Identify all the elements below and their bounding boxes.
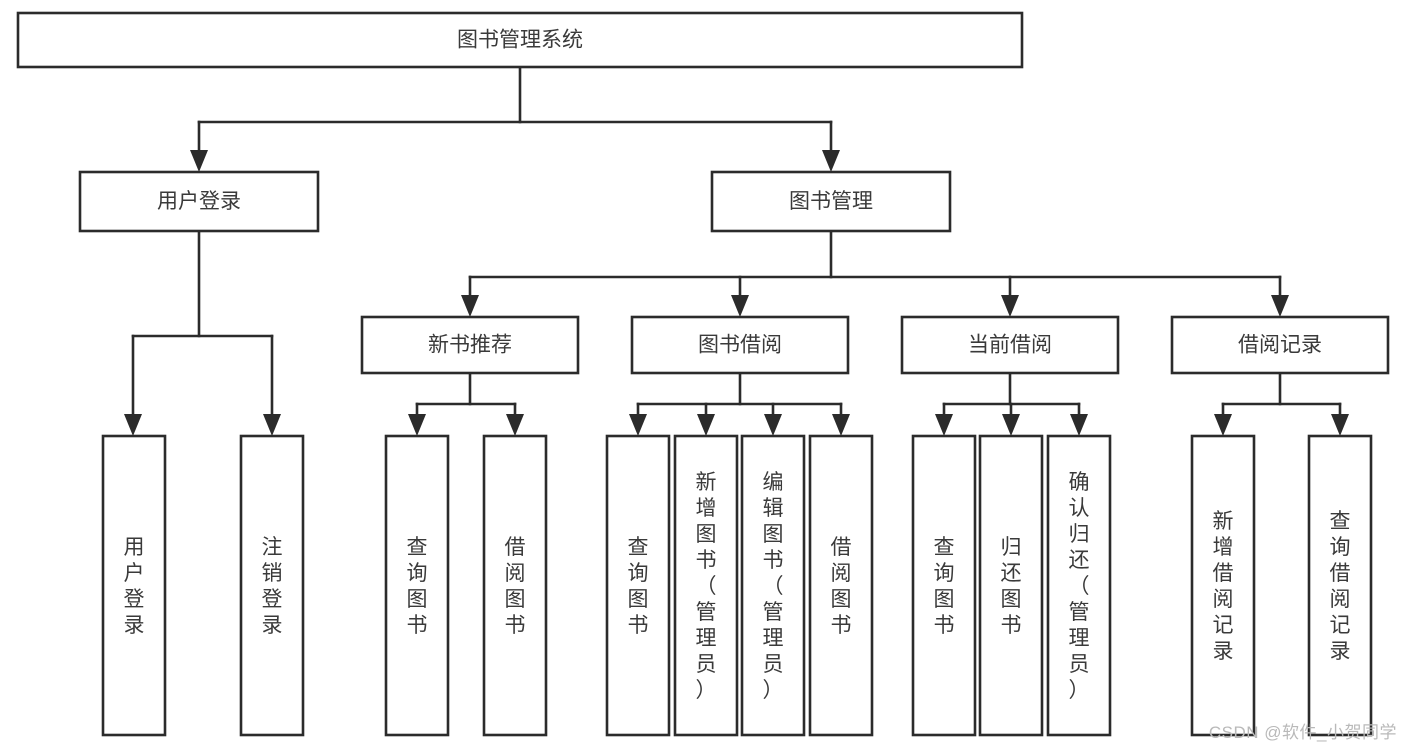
node-leaf-borrow-book-rec[interactable]: 借阅图书 (482, 434, 548, 737)
arrow-head-icon (697, 414, 715, 436)
arrow-head-icon (1002, 414, 1020, 436)
node-label: 查询借阅记录 (1330, 510, 1351, 663)
node-label: 图书管理系统 (457, 29, 583, 52)
arrow-head-icon (124, 414, 142, 436)
node-box (1170, 315, 1390, 375)
node-label: 用户登录 (124, 536, 145, 637)
node-box (78, 170, 320, 233)
node-book-manage[interactable]: 图书管理 (710, 170, 952, 233)
node-box (16, 11, 1024, 69)
node-label: 借阅图书 (831, 536, 852, 637)
arrow-head-icon (1001, 295, 1019, 317)
arrow-head-icon (1331, 414, 1349, 436)
node-label: 归还图书 (1001, 536, 1022, 637)
arrow-head-icon (935, 414, 953, 436)
watermark-text: CSDN @软件_小贺同学 (1208, 723, 1397, 742)
node-box (978, 434, 1044, 737)
node-box (482, 434, 548, 737)
node-box (900, 315, 1120, 375)
node-label: 图书借阅 (698, 334, 782, 357)
arrow-head-icon (1214, 414, 1232, 436)
node-box (101, 434, 167, 737)
node-box (1307, 434, 1373, 737)
node-box (239, 434, 305, 737)
node-new-book-rec[interactable]: 新书推荐 (360, 315, 580, 375)
node-label: 注销登录 (262, 536, 283, 637)
node-label: 当前借阅 (968, 334, 1052, 357)
node-book-borrow[interactable]: 图书借阅 (630, 315, 850, 375)
node-leaf-add-book[interactable]: 新增图书（管理员） (673, 434, 739, 737)
node-leaf-logout[interactable]: 注销登录 (239, 434, 305, 737)
node-label: 借阅图书 (505, 536, 526, 637)
node-box (911, 434, 977, 737)
node-label: 新书推荐 (428, 334, 512, 357)
arrow-head-icon (1271, 295, 1289, 317)
node-box (384, 434, 450, 737)
node-leaf-return-book[interactable]: 归还图书 (978, 434, 1044, 737)
node-label: 借阅记录 (1238, 334, 1322, 357)
node-current-borrow[interactable]: 当前借阅 (900, 315, 1120, 375)
node-box (673, 434, 739, 737)
node-box (710, 170, 952, 233)
node-leaf-query-record[interactable]: 查询借阅记录 (1307, 434, 1373, 737)
arrow-head-icon (764, 414, 782, 436)
node-leaf-add-record[interactable]: 新增借阅记录 (1190, 434, 1256, 737)
node-label: 图书管理 (789, 190, 873, 213)
node-box (1190, 434, 1256, 737)
node-leaf-borrow-book-b[interactable]: 借阅图书 (808, 434, 874, 737)
arrow-head-icon (461, 295, 479, 317)
node-label: 查询图书 (934, 536, 955, 637)
arrow-head-icon (1070, 414, 1088, 436)
arrow-head-icon (506, 414, 524, 436)
node-label: 查询图书 (407, 536, 428, 637)
node-user-login[interactable]: 用户登录 (78, 170, 320, 233)
node-label: 查询图书 (628, 536, 649, 637)
node-borrow-record[interactable]: 借阅记录 (1170, 315, 1390, 375)
node-box (605, 434, 671, 737)
arrow-head-icon (822, 150, 840, 172)
node-box (740, 434, 806, 737)
node-box (808, 434, 874, 737)
node-leaf-user-login[interactable]: 用户登录 (101, 434, 167, 737)
arrow-head-icon (629, 414, 647, 436)
arrow-head-icon (408, 414, 426, 436)
node-label: 新增借阅记录 (1213, 510, 1234, 663)
arrow-head-icon (263, 414, 281, 436)
node-label: 新增图书（管理员） (696, 471, 717, 702)
node-root[interactable]: 图书管理系统 (16, 11, 1024, 69)
node-box (1046, 434, 1112, 737)
node-label: 编辑图书（管理员） (763, 471, 784, 702)
node-leaf-query-book-rec[interactable]: 查询图书 (384, 434, 450, 737)
arrow-head-icon (731, 295, 749, 317)
node-leaf-edit-book[interactable]: 编辑图书（管理员） (740, 434, 806, 737)
node-box (360, 315, 580, 375)
arrow-head-icon (832, 414, 850, 436)
node-label: 用户登录 (157, 190, 241, 213)
node-label: 确认归还（管理员） (1069, 471, 1090, 702)
node-leaf-query-book-c[interactable]: 查询图书 (911, 434, 977, 737)
node-box (630, 315, 850, 375)
node-leaf-query-book-b[interactable]: 查询图书 (605, 434, 671, 737)
arrow-head-icon (190, 150, 208, 172)
node-leaf-confirm-return[interactable]: 确认归还（管理员） (1046, 434, 1112, 737)
